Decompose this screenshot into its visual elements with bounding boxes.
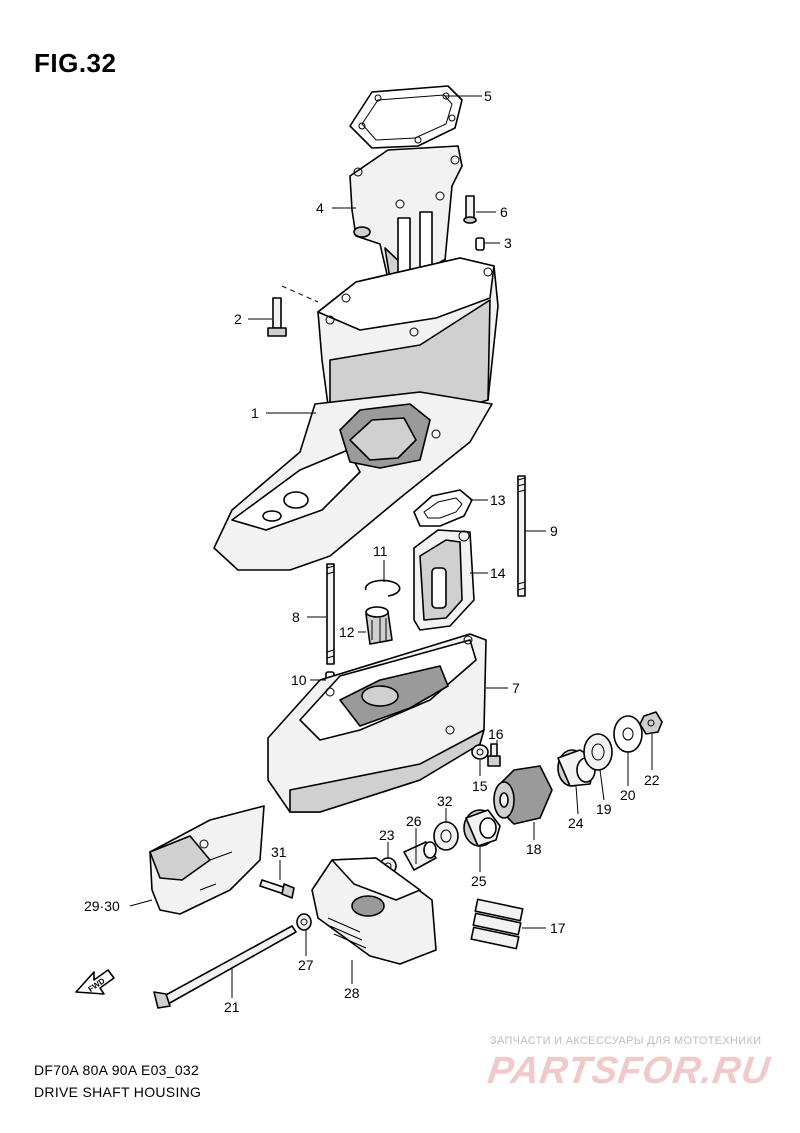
part-22-nut (639, 711, 663, 735)
callout-3: 3 (504, 235, 512, 251)
part-28-lower-mount-bracket (311, 857, 437, 965)
part-5-gasket (349, 85, 463, 149)
part-1-drive-shaft-housing (213, 257, 499, 571)
figure-title: FIG.32 (34, 48, 117, 78)
callout-5: 5 (484, 88, 492, 104)
fwd-arrow-icon: FWD (75, 969, 115, 995)
callout-24: 24 (568, 815, 584, 831)
callout-21: 21 (224, 999, 240, 1015)
callout-18: 18 (526, 841, 542, 857)
part-3-dowel-pin (475, 237, 485, 251)
callout-9: 9 (550, 523, 558, 539)
callout-10: 10 (291, 672, 307, 688)
part-13-gasket (413, 489, 473, 527)
callout-4: 4 (316, 200, 324, 216)
diagram-subtitle: DRIVE SHAFT HOUSING (34, 1084, 202, 1100)
callout-2: 2 (234, 311, 242, 327)
leader-lines (129, 95, 653, 998)
callout-28: 28 (344, 985, 360, 1001)
part-21-through-bolt (153, 925, 297, 1009)
part-6-bolt (463, 195, 477, 224)
callout-8: 8 (292, 609, 300, 625)
part-2-bolt (267, 285, 319, 337)
callout-25: 25 (471, 873, 487, 889)
part-31-bolt (259, 879, 295, 899)
callout-26: 26 (406, 813, 422, 829)
callout-14: 14 (490, 565, 506, 581)
callout-23: 23 (379, 827, 395, 843)
part-27-washer (296, 913, 312, 931)
callout-29-30: 29·30 (84, 898, 120, 914)
part-7-upper-case (267, 633, 487, 813)
part-8-stud (326, 563, 335, 665)
callout-labels: 5 4 6 3 2 1 13 9 11 14 8 12 10 7 16 15 2… (84, 88, 660, 1015)
part-26-spacer (403, 841, 437, 871)
callout-11: 11 (373, 543, 388, 559)
callout-6: 6 (500, 204, 508, 220)
callout-31: 31 (271, 844, 287, 860)
callout-16: 16 (488, 726, 504, 742)
watermark-logo: PARTSFOR.RU (485, 1050, 773, 1092)
callout-19: 19 (596, 801, 612, 817)
part-15-washer (471, 744, 489, 760)
part-20-washer (613, 715, 643, 753)
part-9-stud (517, 475, 526, 597)
part-25-collar (463, 809, 501, 847)
part-12-bushing (365, 606, 393, 645)
callout-7: 7 (512, 680, 520, 696)
callout-20: 20 (620, 787, 636, 803)
part-11-circlip (364, 579, 401, 597)
part-16-screw (487, 743, 501, 767)
callout-27: 27 (298, 957, 314, 973)
callout-17: 17 (550, 920, 566, 936)
part-32-washer (433, 821, 459, 851)
part-29-30-mount-cover (149, 805, 265, 915)
part-19-washer (583, 733, 613, 771)
model-code: DF70A 80A 90A E03_032 (34, 1062, 200, 1078)
watermark-tagline: ЗАПЧАСТИ И АКСЕССУАРЫ ДЛЯ МОТОТЕХНИКИ (490, 1035, 762, 1047)
callout-32: 32 (437, 793, 453, 809)
part-14-water-pipe (413, 529, 475, 631)
part-18-rubber-mount (493, 765, 553, 825)
callout-12: 12 (339, 624, 355, 640)
callout-15: 15 (472, 778, 488, 794)
part-17-grommets (470, 898, 524, 950)
callout-22: 22 (644, 772, 660, 788)
callout-13: 13 (490, 492, 506, 508)
callout-1: 1 (251, 405, 259, 421)
